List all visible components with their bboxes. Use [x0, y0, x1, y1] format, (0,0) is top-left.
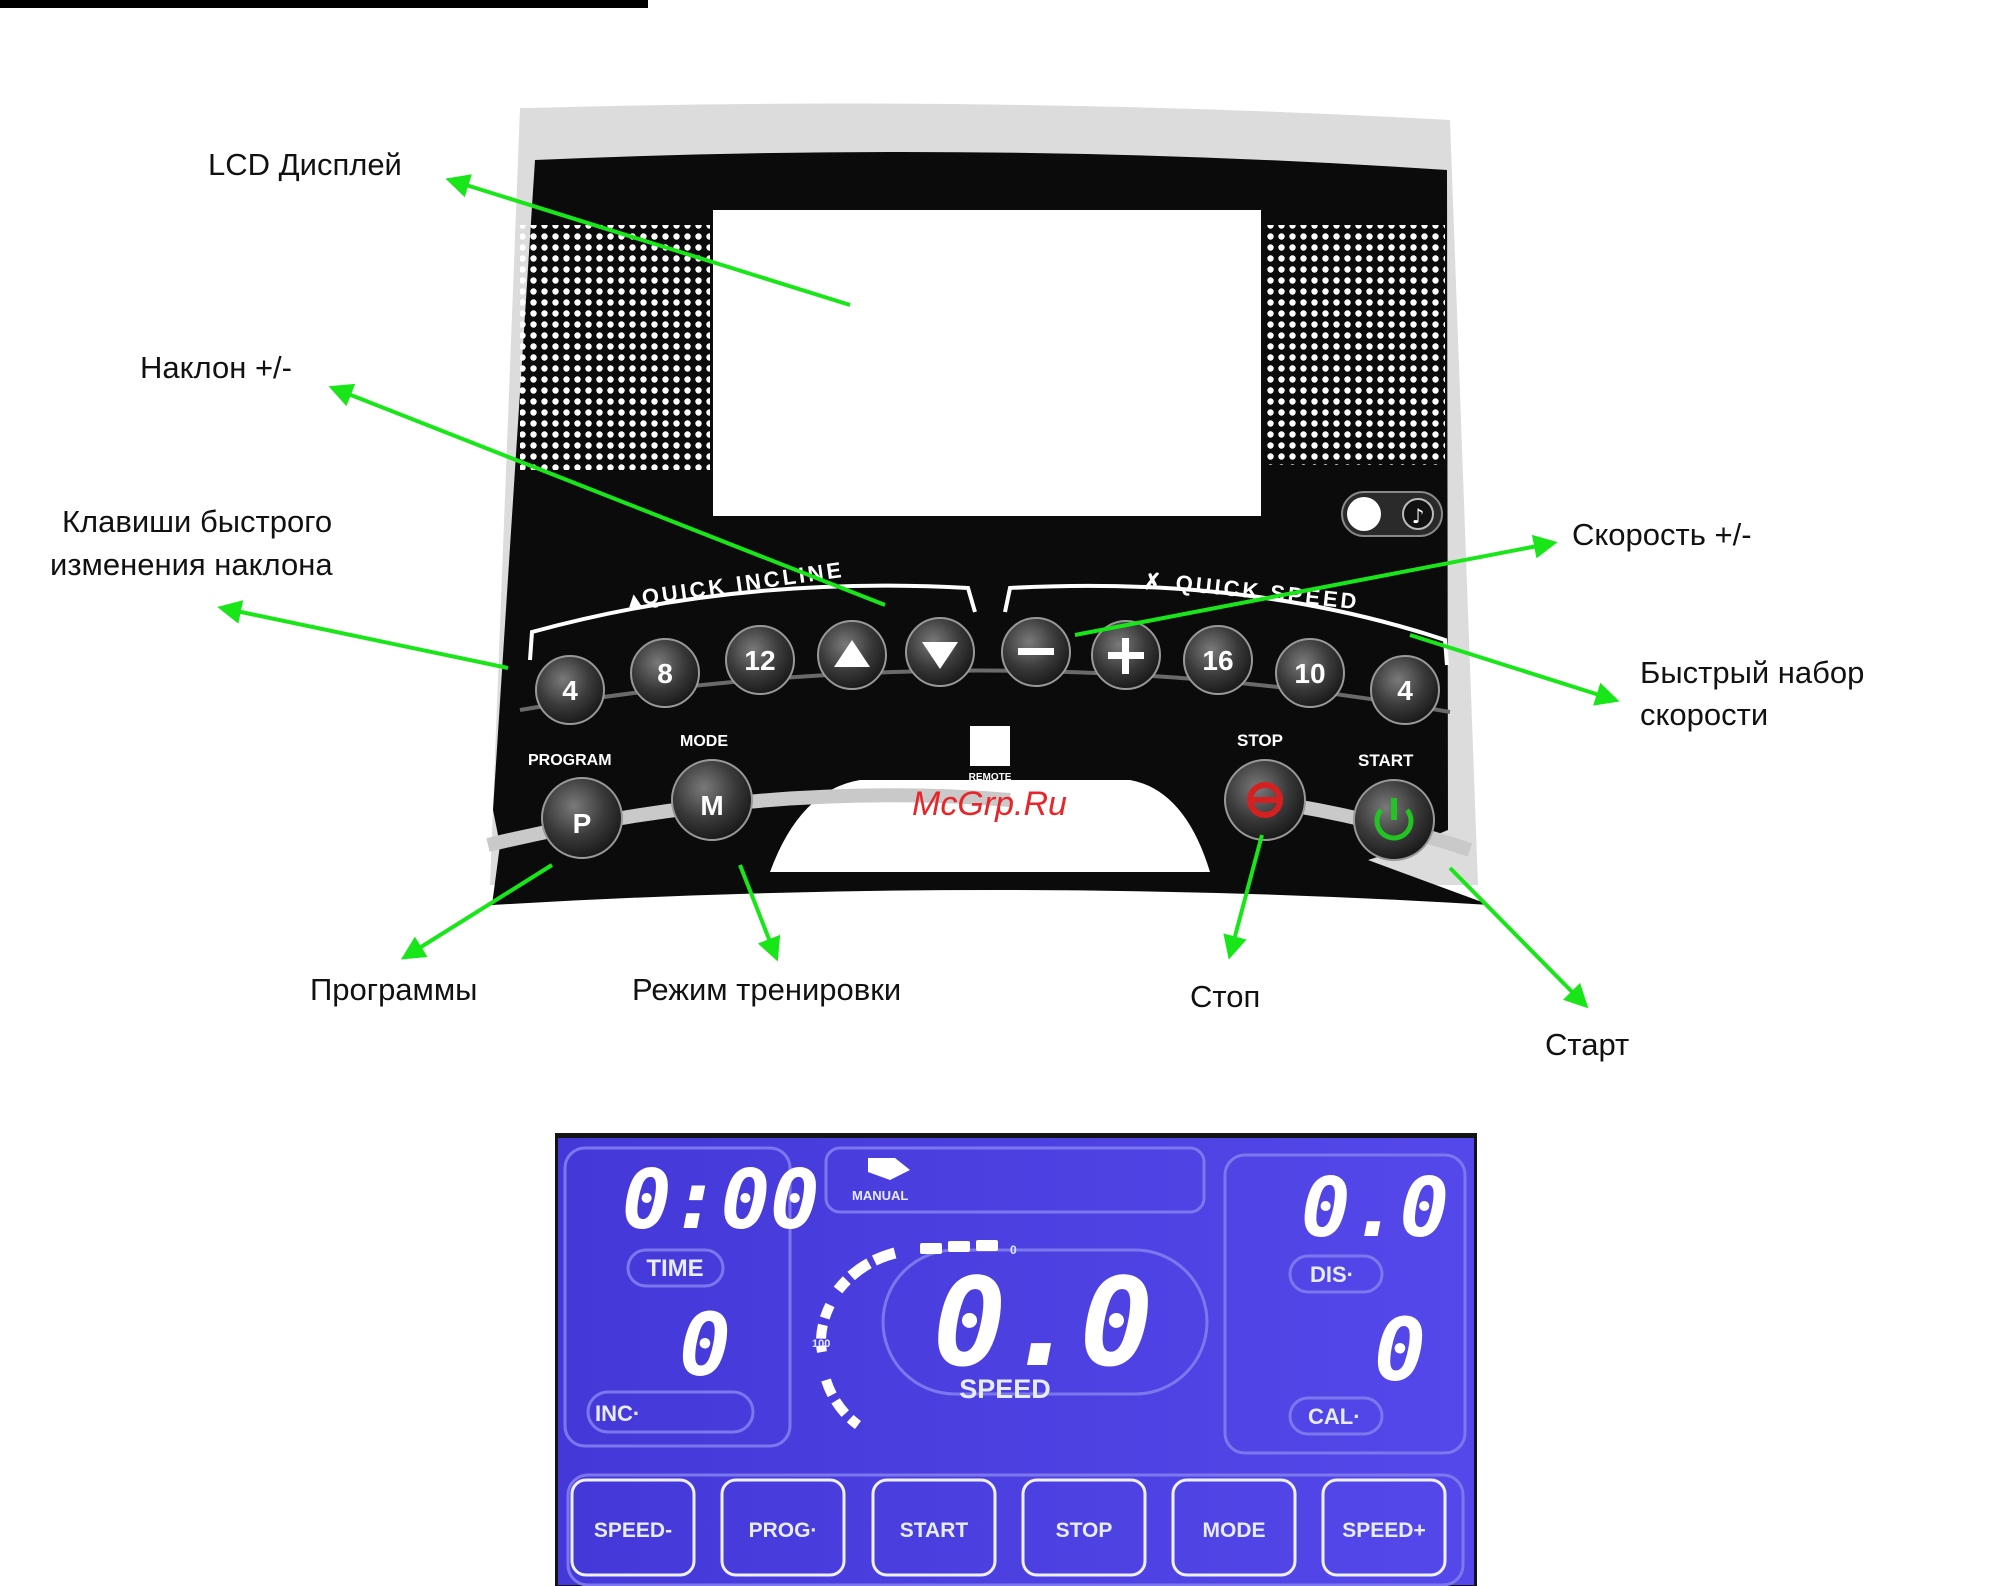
- callout-programs: Программы: [310, 972, 477, 1007]
- lcd-button-label: STOP: [1056, 1519, 1113, 1542]
- music-toggle[interactable]: ♪: [1341, 491, 1443, 537]
- callout-quick-incline-line2: изменения наклона: [50, 547, 333, 582]
- arrow-program: [400, 863, 554, 960]
- lcd-window: [713, 210, 1261, 516]
- lcd-screen: 0:00 TIME 0 INC· MANUAL 0 100 0.0 SPEED …: [555, 1133, 1477, 1586]
- quick-speed-button-4[interactable]: 4: [1370, 655, 1440, 725]
- lcd-button-label: START: [900, 1519, 969, 1542]
- quick-incline-label: 12: [744, 645, 775, 676]
- arrow-up-icon: [834, 640, 870, 667]
- quick-speed-label: 10: [1294, 658, 1325, 689]
- callout-lcd-display: LCD Дисплей: [208, 147, 402, 182]
- gauge-100-label: 100: [812, 1338, 830, 1350]
- callout-incline: Наклон +/-: [140, 350, 292, 385]
- quick-incline-button-8[interactable]: 8: [630, 638, 700, 708]
- mode-button[interactable]: M: [671, 759, 753, 841]
- quick-speed-label: 4: [1397, 675, 1413, 706]
- lcd-time-value: 0:00: [622, 1153, 819, 1248]
- gauge-max-label: 0: [1010, 1243, 1017, 1257]
- lcd-button-mode[interactable]: MODE: [1171, 1478, 1297, 1577]
- arrow-down-icon: [922, 642, 958, 669]
- lcd-speed-label: SPEED: [959, 1374, 1051, 1404]
- mode-key-letter: M: [700, 790, 723, 821]
- lcd-distance-value: 0.0: [1301, 1161, 1449, 1256]
- callout-stop: Стоп: [1190, 979, 1260, 1014]
- lcd-speed-value: 0.0: [933, 1252, 1153, 1394]
- callout-speed: Скорость +/-: [1572, 517, 1752, 552]
- lcd-button-start[interactable]: START: [871, 1478, 997, 1577]
- arrow-mode: [738, 864, 781, 962]
- callout-quick-incline-line1: Клавиши быстрого: [62, 504, 332, 539]
- manual-hand-icon: [868, 1158, 910, 1180]
- arrow-incline: [328, 383, 886, 607]
- stop-button[interactable]: [1224, 759, 1306, 841]
- remote-label: REMOTE: [969, 772, 1012, 783]
- speed-gauge: [816, 1240, 998, 1430]
- lcd-button-label: SPEED-: [594, 1519, 672, 1542]
- lcd-button-speed-minus[interactable]: SPEED-: [570, 1478, 696, 1577]
- callout-arrows: [217, 174, 1620, 1009]
- lcd-incline-label: INC·: [595, 1401, 640, 1426]
- minus-icon: [1018, 648, 1054, 655]
- quick-speed-button-10[interactable]: 10: [1275, 638, 1345, 708]
- plus-icon: [1108, 638, 1144, 674]
- lcd-calories-value: 0: [1374, 1301, 1426, 1401]
- lcd-manual-label: MANUAL: [852, 1188, 908, 1203]
- top-rule: [0, 0, 648, 8]
- callout-mode: Режим тренировки: [632, 972, 901, 1007]
- incline-down-button[interactable]: [905, 617, 975, 687]
- quick-speed-label: 16: [1202, 645, 1233, 676]
- program-key-letter: P: [573, 808, 592, 839]
- runner-icon: ✗: [1143, 569, 1161, 594]
- lcd-distance-label: DIS·: [1310, 1262, 1354, 1287]
- arrow-quick-incline: [217, 600, 509, 670]
- quick-incline-label: 8: [657, 658, 673, 689]
- music-note-icon: ♪: [1412, 504, 1425, 528]
- start-label: START: [1358, 751, 1414, 770]
- program-label: PROGRAM: [528, 752, 612, 769]
- lcd-calories-label: CAL·: [1308, 1404, 1361, 1429]
- mode-label: MODE: [680, 733, 728, 750]
- speed-minus-button[interactable]: [1001, 617, 1071, 687]
- incline-up-button[interactable]: [817, 620, 887, 690]
- lcd-button-label: MODE: [1203, 1519, 1266, 1542]
- speed-plus-button[interactable]: [1091, 620, 1161, 690]
- program-button[interactable]: P: [541, 777, 623, 859]
- quick-incline-button-12[interactable]: 12: [725, 625, 795, 695]
- callout-start: Старт: [1545, 1027, 1629, 1062]
- lcd-button-label: SPEED+: [1342, 1519, 1425, 1542]
- watermark: McGrp.Ru: [912, 785, 1067, 823]
- callout-quick-speed-line1: Быстрый набор: [1640, 655, 1864, 690]
- arrow-speed: [1074, 534, 1558, 637]
- arrow-stop: [1223, 834, 1264, 960]
- arrow-lcd: [445, 174, 851, 307]
- lcd-button-stop[interactable]: STOP: [1021, 1478, 1147, 1577]
- quick-speed-button-16[interactable]: 16: [1183, 625, 1253, 695]
- lcd-button-label: PROG·: [749, 1519, 818, 1542]
- remote-sensor: [970, 726, 1010, 766]
- lcd-button-speed-plus[interactable]: SPEED+: [1321, 1478, 1447, 1577]
- lcd-button-prog[interactable]: PROG·: [720, 1478, 846, 1577]
- stop-label: STOP: [1237, 731, 1283, 750]
- callout-quick-speed-line2: скорости: [1640, 697, 1768, 732]
- quick-incline-label: 4: [562, 675, 578, 706]
- console-panel: ♪ ▲ QUICK INCLINE ✗ QUICK SPEED 4 8 12: [486, 103, 1490, 905]
- lcd-time-label: TIME: [646, 1255, 703, 1282]
- power-icon: [1374, 798, 1414, 841]
- start-button[interactable]: [1353, 779, 1435, 861]
- quick-incline-triangle-icon: ▲: [622, 587, 646, 613]
- quick-incline-button-4[interactable]: 4: [535, 655, 605, 725]
- arrow-quick-speed: [1409, 633, 1620, 706]
- lcd-incline-value: 0: [679, 1296, 731, 1396]
- arrow-start: [1448, 866, 1589, 1009]
